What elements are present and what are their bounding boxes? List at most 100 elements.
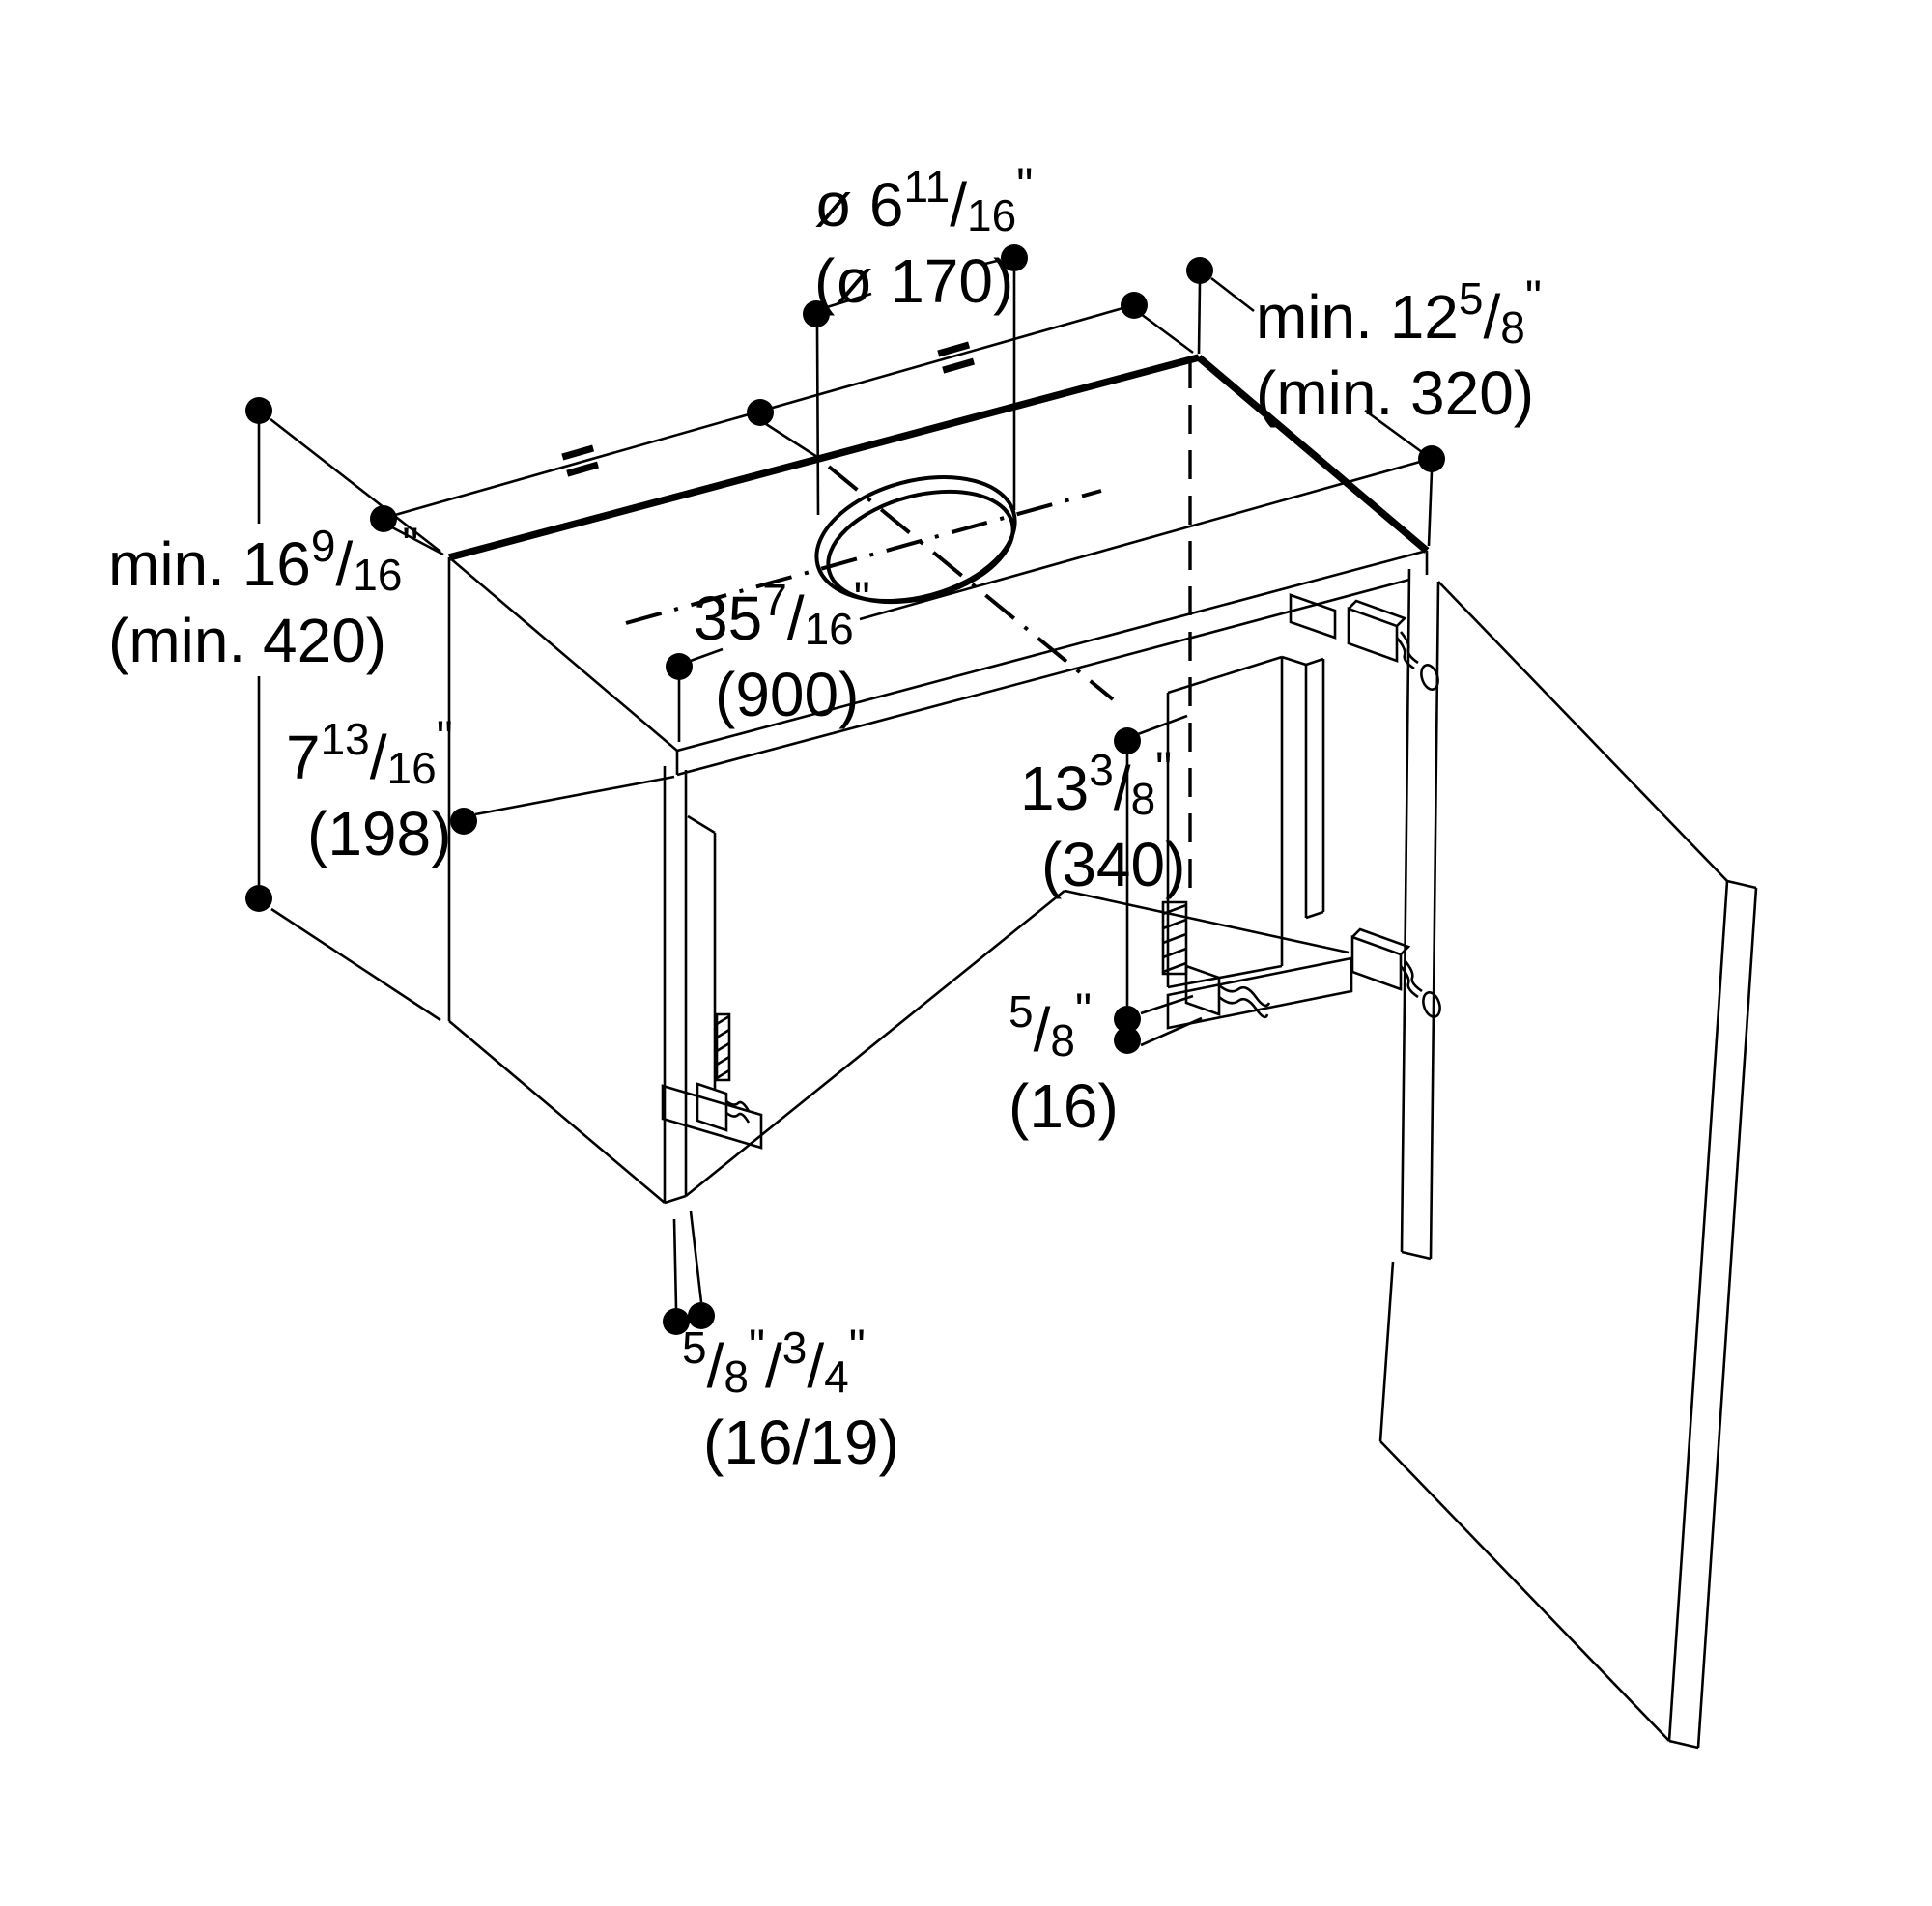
door-latches (1347, 599, 1441, 1018)
dim-blower-imperial: 133/8" (1020, 743, 1173, 824)
dim-bottom-metric: (16/19) (703, 1408, 899, 1477)
left-blower-shelf (661, 1084, 763, 1150)
width-dim-line-left (687, 647, 724, 664)
top-section-leader (474, 775, 675, 816)
dim-depth-label: min. 125/8" (min. 320) (1256, 271, 1542, 428)
width-dim-line-right (859, 460, 1421, 621)
dim-bottom-label: 5/8"/3/4" (16/19) (682, 1321, 899, 1477)
dot-duct-left (803, 300, 830, 327)
right-side-wall (1400, 568, 1440, 1261)
dot-equal-right (1121, 292, 1148, 319)
dot-height-bottom (245, 885, 272, 912)
dot-depth-right (1418, 445, 1445, 472)
depth-dim-right-extension (1427, 470, 1434, 547)
dot-duct-right (1001, 244, 1028, 271)
dot-width (666, 653, 693, 680)
right-blower-top-edge (1167, 655, 1283, 695)
right-wall-bottom-edge (1401, 1250, 1432, 1261)
duct-label-leader-left (826, 292, 872, 309)
right-blower-rail-bottom (1305, 910, 1324, 920)
dim-top-section-metric: (198) (307, 799, 452, 868)
leader-back-corner (1140, 312, 1194, 355)
duct-hole-outer-ring (814, 474, 1017, 604)
dim-width-metric: (900) (715, 660, 860, 729)
upper-latch-block (1347, 607, 1399, 663)
dim-duct-metric: (ø 170) (814, 246, 1014, 316)
right-wall-front-edge (1400, 568, 1411, 1253)
lower-latch-screw (1422, 991, 1441, 1018)
lower-latch-block (1350, 935, 1403, 991)
dot-shelf-upper (1114, 1006, 1141, 1033)
shelf-leader-lower (1140, 1016, 1203, 1047)
dim-blower-metric: (340) (1041, 830, 1186, 899)
right-blower-rail-top (1305, 657, 1324, 667)
left-panel-bottom-tip (664, 1194, 687, 1205)
door-panel (1378, 581, 1758, 1750)
top-front-left-edge (448, 556, 678, 752)
dim-blower-label: 133/8" (340) (1020, 743, 1186, 899)
dim-duct-imperial: ø 611/16" (814, 159, 1034, 241)
blower-dim-leader (1137, 714, 1188, 736)
dim-width-imperial: 357/16" (694, 573, 870, 654)
back-wall-bottom-edge (1064, 889, 1350, 954)
depth-label-leader-left (1210, 276, 1255, 313)
dim-depth-metric: (min. 320) (1256, 358, 1535, 428)
dim-duct-label: ø 611/16" (ø 170) (814, 159, 1034, 316)
upper-latch-top (1348, 599, 1407, 627)
bottom-leader-right (689, 1210, 703, 1303)
dimension-dots (245, 244, 1445, 1335)
right-blower-shelf (1166, 956, 1353, 1030)
height-leader-top (270, 417, 441, 554)
center-lines (625, 465, 1115, 701)
top-back-left-edge (448, 354, 1200, 561)
center-line-diagonal (827, 465, 1115, 701)
dot-equal-center (747, 399, 774, 426)
dot-bottom-left (663, 1308, 690, 1335)
dim-depth-imperial: min. 125/8" (1256, 271, 1542, 353)
door-top-edge (1437, 581, 1728, 882)
top-back-right-edge (1196, 355, 1430, 554)
depth-dim-left-extension (1197, 282, 1202, 355)
door-thickness-top-edge (1726, 879, 1757, 890)
center-line-horizontal (625, 489, 1102, 625)
dim-height-imperial: min. 169/16" (108, 519, 419, 600)
right-blower-hanging-bracket (1289, 593, 1337, 640)
dim-top-section-imperial: 713/16" (286, 712, 453, 793)
dim-shelf-imperial: 5/8" (1009, 984, 1093, 1066)
right-blower-rail-top-join (1281, 655, 1307, 667)
shelf-leader-upper (1140, 994, 1194, 1015)
dot-depth-left (1186, 257, 1213, 284)
duct-dim-left-extension (815, 326, 820, 516)
dot-height-top (245, 397, 272, 424)
dim-top-section-label: 713/16" (198) (286, 712, 453, 868)
duct-hole-inner-ring (826, 489, 1015, 605)
dot-shelf-lower (1114, 1027, 1141, 1054)
slab-lip-edge (676, 578, 1410, 777)
left-side-panel (447, 557, 1350, 1205)
door-thickness-bottom-edge (1668, 1739, 1699, 1750)
lower-latch-wires (1400, 959, 1423, 999)
bottom-leader-left (672, 1218, 678, 1309)
upper-latch-screw (1420, 664, 1439, 691)
left-panel-bottom-edge (448, 1020, 666, 1204)
door-bottom-edge (1379, 1440, 1670, 1742)
right-wall-back-edge (1429, 581, 1440, 1260)
right-blower-wires (1218, 983, 1271, 1019)
duct-label-leader-right (980, 258, 1002, 267)
door-face-right-edge (1667, 880, 1729, 1742)
duct-hole (814, 474, 1017, 605)
leader-hole-center (765, 422, 818, 459)
left-blower-top-edge (687, 814, 716, 835)
left-blower-wires (725, 1099, 751, 1124)
right-blower-unit (1161, 593, 1353, 1030)
dim-bottom-imperial: 5/8"/3/4" (682, 1321, 866, 1402)
dim-shelf-label: 5/8" (16) (1009, 984, 1119, 1141)
lower-latch-top (1351, 927, 1411, 955)
door-hinge-lower-edge (1378, 1261, 1395, 1442)
dot-bottom-right (688, 1302, 715, 1329)
dim-width-label: 357/16" (900) (694, 573, 870, 729)
depth-label-leader-right (1364, 409, 1423, 454)
dot-blower-height (1114, 727, 1141, 754)
